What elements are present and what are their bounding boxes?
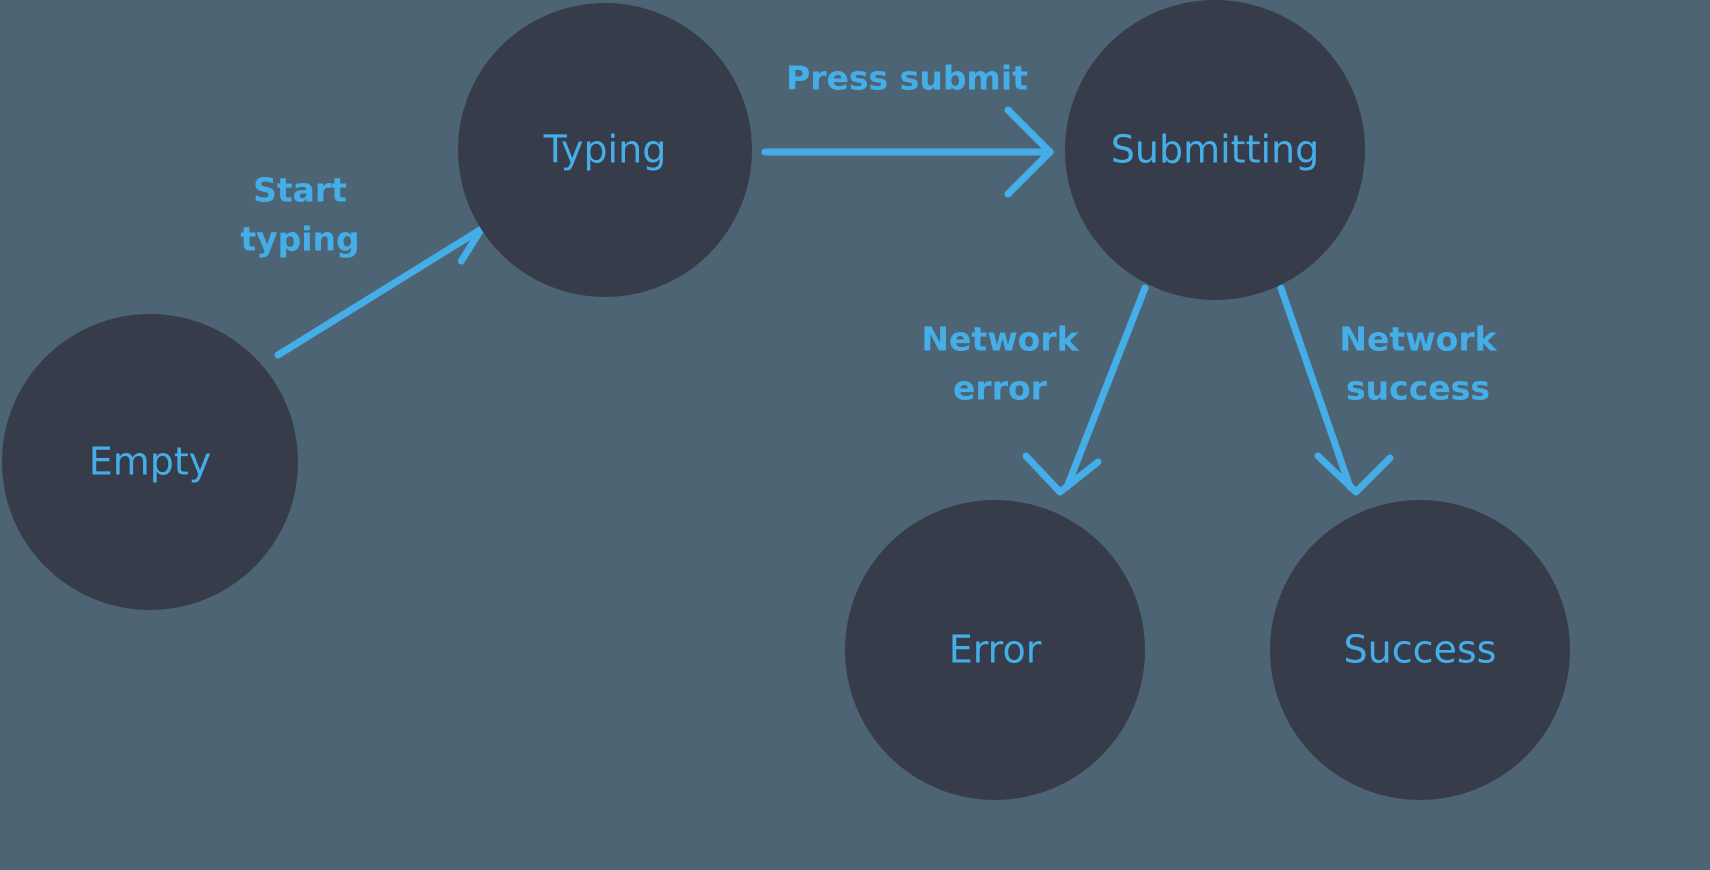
state-node-submitting-circle bbox=[1065, 0, 1365, 300]
edge-submitting-to-success[interactable] bbox=[1277, 284, 1394, 496]
state-node-typing-label: Typing bbox=[543, 128, 667, 172]
state-node-success[interactable]: Success bbox=[1270, 500, 1570, 800]
edge-typing-to-submitting-arrowhead bbox=[1004, 106, 1054, 198]
state-node-success-label: Success bbox=[1344, 628, 1497, 672]
state-node-empty-circle bbox=[2, 314, 298, 610]
edge-label-submitting-to-success-line1: Network bbox=[1339, 320, 1497, 359]
edge-label-submitting-to-error: Network error bbox=[921, 320, 1079, 408]
edge-submitting-to-error-arrowhead bbox=[1022, 452, 1102, 496]
state-node-error[interactable]: Error bbox=[845, 500, 1145, 800]
state-node-success-circle bbox=[1270, 500, 1570, 800]
state-node-typing[interactable]: Typing bbox=[458, 3, 752, 297]
edge-submitting-to-success-line bbox=[1277, 284, 1354, 491]
state-node-error-circle bbox=[845, 500, 1145, 800]
edge-label-submitting-to-success-line2: success bbox=[1346, 369, 1490, 408]
state-node-empty-label: Empty bbox=[89, 440, 212, 484]
edge-label-submitting-to-success: Network success bbox=[1339, 320, 1497, 408]
state-node-error-label: Error bbox=[949, 628, 1042, 672]
edge-label-empty-to-typing: Start typing bbox=[240, 171, 359, 259]
edge-typing-to-submitting[interactable] bbox=[761, 106, 1054, 198]
edge-label-empty-to-typing-line2: typing bbox=[240, 220, 359, 259]
edge-label-typing-to-submitting-line1: Press submit bbox=[786, 59, 1028, 98]
state-node-submitting-label: Submitting bbox=[1111, 128, 1319, 172]
edge-submitting-to-success-arrowhead bbox=[1314, 452, 1394, 496]
edge-label-submitting-to-error-line2: error bbox=[953, 369, 1048, 408]
state-node-submitting[interactable]: Submitting bbox=[1065, 0, 1365, 300]
state-node-empty[interactable]: Empty bbox=[2, 314, 298, 610]
edge-label-empty-to-typing-line1: Start bbox=[253, 171, 347, 210]
edge-empty-to-typing-line bbox=[274, 226, 484, 359]
edge-label-typing-to-submitting: Press submit bbox=[786, 59, 1028, 98]
edge-submitting-to-error-line bbox=[1063, 284, 1149, 491]
state-node-typing-circle bbox=[458, 3, 752, 297]
edge-label-submitting-to-error-line1: Network bbox=[921, 320, 1079, 359]
edge-submitting-to-error[interactable] bbox=[1022, 284, 1149, 496]
